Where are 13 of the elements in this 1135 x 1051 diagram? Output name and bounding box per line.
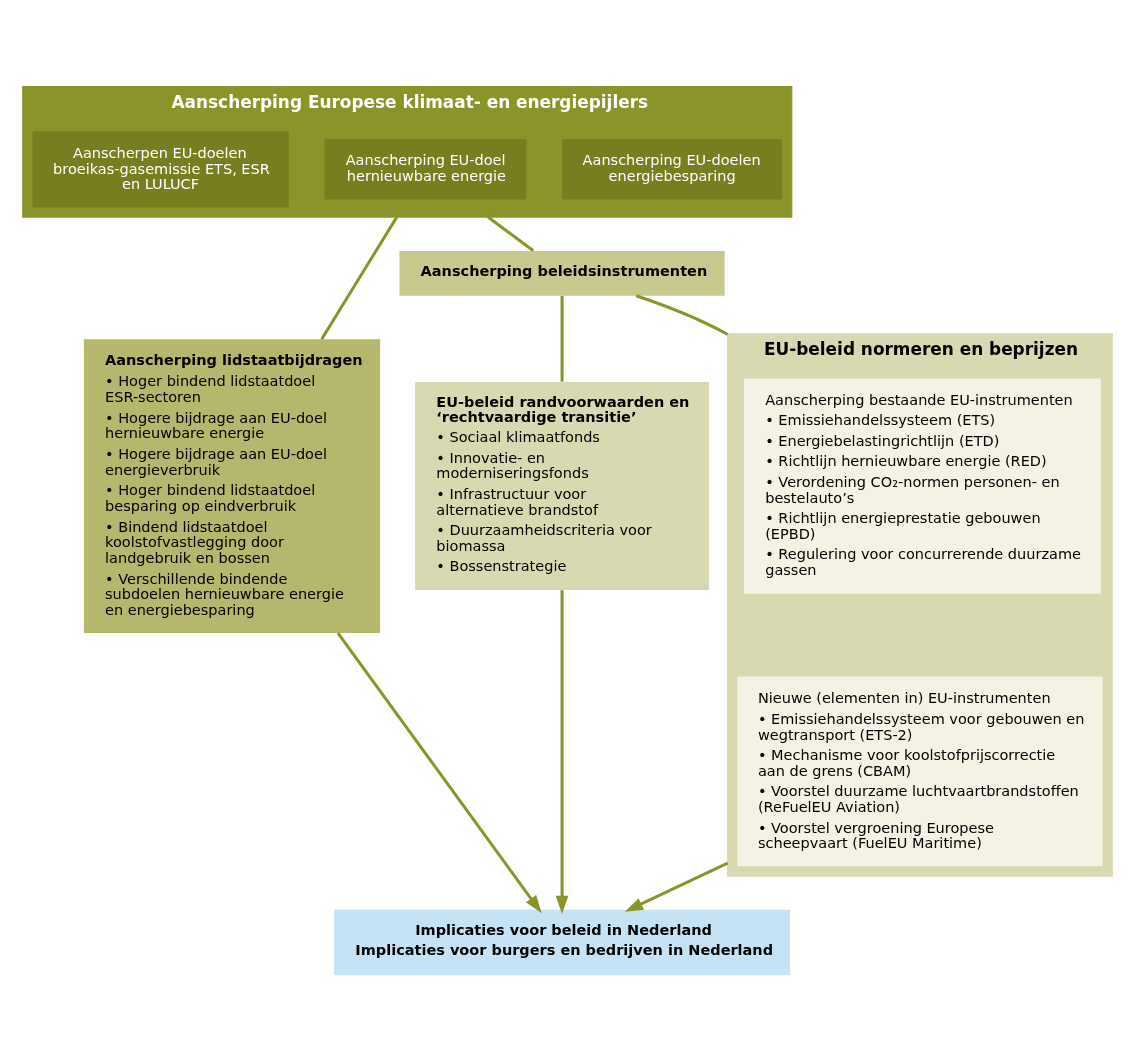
node-box: Aanscherping bestaande EU-instrumenten • Emissiehandelssysteem (ETS) • Energiebelastingrichtlijn (ETD) • Richtlijn hernieuwbare energie (RED) • Verordening CO₂-normen personen- en bestelauto’s • Richtlijn energieprestatie gebouwen (EPBD) • Regulering voor concurrerende duurzame gassen	[744, 378, 1101, 594]
connector	[320, 215, 399, 340]
node-box: Aanscherping beleidsinstrumenten	[399, 250, 725, 296]
node-box: EU-beleid randvoorwaarden en ‘rechtvaardige transitie’ • Sociaal klimaatfonds • Innovatie- en moderniseringsfonds • Infrastructuur voor alternatieve brandstof • Duurzaamheidscriteria voor biomassa • Bossenstrategie	[415, 381, 709, 590]
arrow	[555, 589, 569, 914]
arrow	[624, 861, 729, 912]
connector	[635, 293, 729, 336]
node-box: Aanscherping lidstaatbijdragen • Hoger bindend lidstaatdoel ESR-sectoren • Hogere bijdrage aan EU-doel hernieuwbare energie • Hogere bijdrage aan EU-doel energieverbruik • Hoger bindend lidstaatdoel besparing op eindverbruik • Bindend lidstaatdoel koolstofvastlegging door landgebruik en bossen • Verschillende bindende subdoelen hernieuwbare energie en energiebesparing	[83, 338, 381, 633]
arrow	[336, 631, 542, 913]
connector	[487, 215, 535, 252]
connector	[560, 295, 564, 382]
node-box: Nieuwe (elementen in) EU-instrumenten • Emissiehandelssysteem voor gebouwen en wegtransport (ETS-2) • Mechanisme voor koolstofprijscorrectie aan de grens (CBAM) • Voorstel duurzame luchtvaartbrandstoffen (ReFuelEU Aviation) • Voorstel vergroening Europese scheepvaart (FuelEU Maritime)	[737, 676, 1103, 866]
node-box: Implicaties voor beleid in Nederland Implicaties voor burgers en bedrijven in Nederland	[334, 909, 790, 975]
